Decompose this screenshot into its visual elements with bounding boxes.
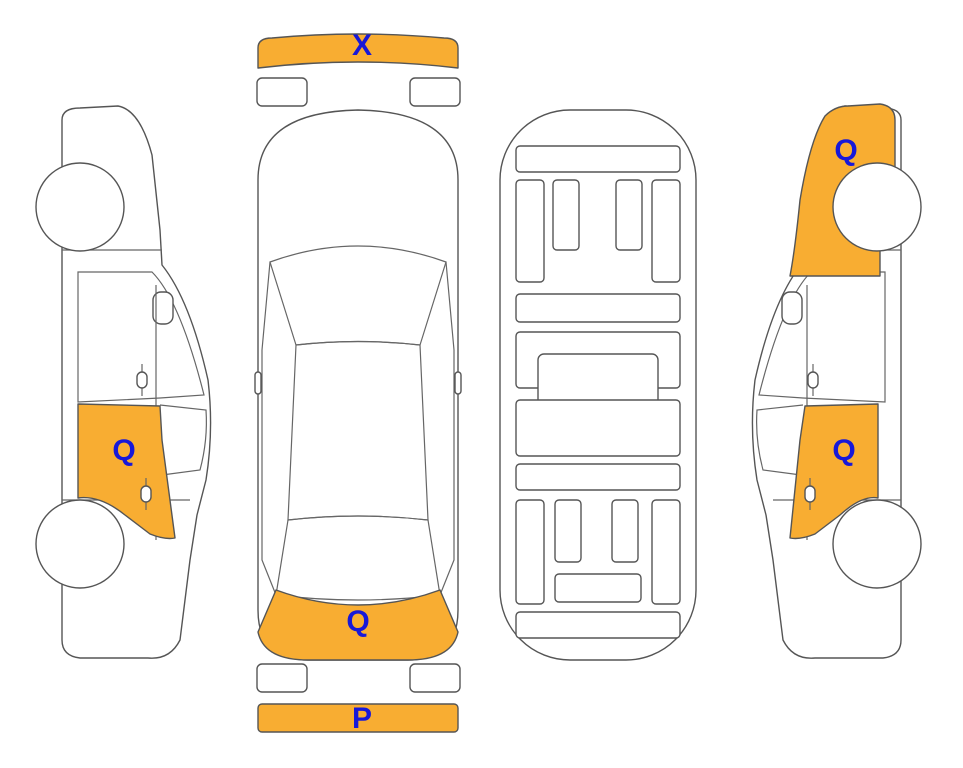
rear-bumper-code: P <box>352 702 372 735</box>
left-side-door-handle-front <box>136 364 148 396</box>
right-rear-door-damage <box>789 403 879 540</box>
underbody-block-fr <box>615 179 643 251</box>
top-view: X Q P <box>254 29 462 735</box>
left-side-window-rear <box>159 404 207 476</box>
underbody-crossmember-rear <box>515 463 681 491</box>
underbody-panel-rear <box>515 611 681 639</box>
right-side-mirror <box>781 291 803 325</box>
underbody-spare-well <box>554 573 642 603</box>
right-side-view: Q Q <box>751 103 922 659</box>
left-rear-door-damage <box>77 403 176 540</box>
trunk-code: Q <box>346 605 369 638</box>
underbody-block-rl <box>554 499 582 563</box>
left-rear-door-code: Q <box>112 434 135 467</box>
underbody-view <box>499 109 697 661</box>
underbody-panel-front <box>515 145 681 173</box>
taillight-left <box>256 663 308 693</box>
top-view-body <box>257 109 459 661</box>
taillight-right <box>409 663 461 693</box>
top-view-mirror-left <box>254 371 262 395</box>
right-side-wheel-front <box>832 162 922 252</box>
left-side-wheel-front <box>35 162 125 252</box>
underbody-rail-fl <box>515 179 545 283</box>
headlight-left <box>256 77 308 107</box>
right-side-wheel-rear <box>832 499 922 589</box>
left-side-mirror <box>152 291 174 325</box>
underbody-crossmember-front <box>515 293 681 323</box>
left-side-window-front <box>77 271 205 403</box>
underbody-block-rr <box>611 499 639 563</box>
top-view-mirror-right <box>454 371 462 395</box>
front-bumper-damage <box>257 33 459 69</box>
left-side-view: Q <box>35 105 212 659</box>
underbody-rail-rl <box>515 499 545 605</box>
right-front-fender-code: Q <box>834 134 857 167</box>
left-side-door-handle-rear <box>140 478 152 510</box>
right-side-door-handle-rear <box>804 478 816 510</box>
right-side-window-rear <box>756 404 804 476</box>
right-rear-door-code: Q <box>832 434 855 467</box>
trunk-damage <box>257 589 459 661</box>
top-view-left-pillar <box>261 261 277 596</box>
front-bumper-code: X <box>352 29 372 62</box>
underbody-rail-fr <box>651 179 681 283</box>
rear-bumper-damage <box>257 703 459 733</box>
underbody-block-fl <box>552 179 580 251</box>
right-side-door-handle-front <box>807 364 819 396</box>
underbody-rail-rr <box>651 499 681 605</box>
headlight-right <box>409 77 461 107</box>
right-side-window-front <box>758 271 886 403</box>
left-side-wheel-rear <box>35 499 125 589</box>
top-view-right-pillar <box>439 261 455 596</box>
underbody-floor-rear <box>515 399 681 457</box>
